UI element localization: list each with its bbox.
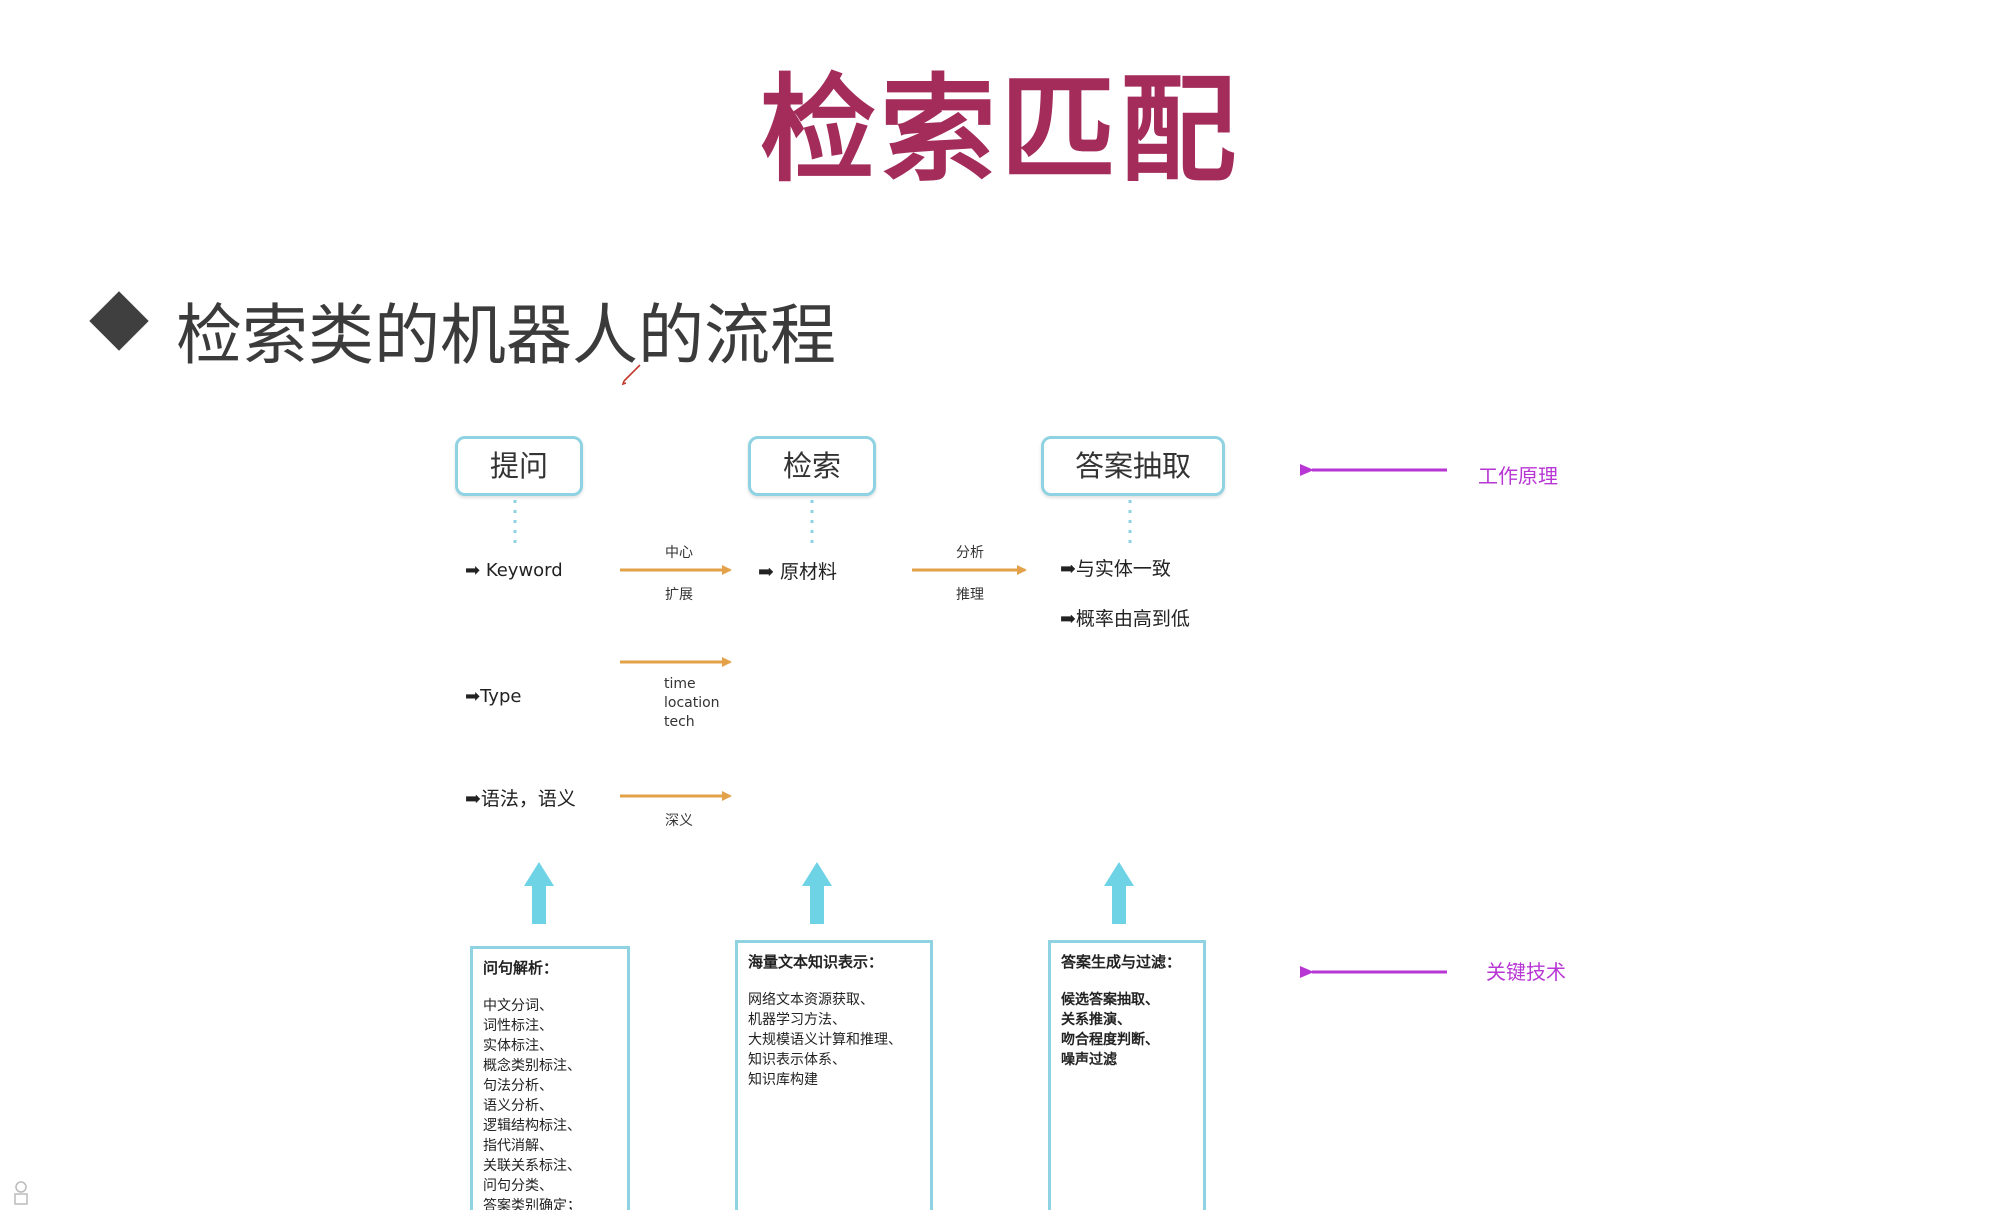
arrow-label-center: 中心	[665, 545, 693, 561]
question-item-keyword-text: Keyword	[485, 560, 563, 581]
tech-line: 知识库构建	[748, 1072, 818, 1088]
tech-line: 句法分析、	[483, 1078, 553, 1094]
pen-cursor-icon	[621, 364, 641, 386]
corner-watermark-icon	[14, 1181, 28, 1205]
question-item-semantic: ➡语法，语义	[465, 788, 576, 810]
answer-item-probability: ➡概率由高到低	[1060, 608, 1190, 630]
stage-question: 提问	[455, 436, 583, 496]
stage-answer-extraction: 答案抽取	[1041, 436, 1225, 496]
tech-line: 词性标注、	[483, 1018, 553, 1034]
tech-box-answer-generation: 答案生成与过滤： 候选答案抽取、 关系推演、 吻合程度判断、 噪声过滤	[1048, 940, 1206, 1210]
tech-line: 关系推演、	[1061, 1012, 1131, 1028]
tech-box-title: 海量文本知识表示：	[748, 953, 884, 971]
stage-answer-label: 答案抽取	[1074, 449, 1191, 483]
tech-line: 候选答案抽取、	[1061, 992, 1159, 1008]
arrow-label-reasoning: 推理	[956, 587, 984, 603]
tech-line: 大规模语义计算和推理、	[748, 1032, 902, 1048]
arrow-label-expand: 扩展	[665, 587, 693, 603]
stage-retrieval-label: 检索	[782, 449, 841, 483]
retrieval-item-raw-material: ➡ 原材料	[758, 561, 837, 583]
stage-retrieval: 检索	[748, 436, 876, 496]
question-item-semantic-text: 语法，语义	[480, 788, 576, 810]
arrow-label-location: location	[664, 695, 720, 711]
tech-box-title: 问句解析：	[483, 959, 559, 977]
tech-line: 语义分析、	[483, 1098, 553, 1114]
up-arrow-retrieval	[802, 862, 832, 924]
tech-line: 机器学习方法、	[748, 1012, 846, 1028]
arrow-label-analysis: 分析	[956, 545, 984, 561]
tech-line: 知识表示体系、	[748, 1052, 846, 1068]
tech-line: 中文分词、	[483, 998, 553, 1014]
tech-line: 问句分类、	[483, 1178, 553, 1194]
arrow-label-deep-meaning: 深义	[665, 813, 693, 829]
bullet-heading: 检索类的机器人的流程	[176, 297, 836, 374]
stage-question-label: 提问	[489, 449, 548, 483]
tech-line: 答案类别确定；	[483, 1198, 581, 1210]
question-item-type: ➡Type	[465, 686, 522, 707]
question-item-keyword: ➡ Keyword	[465, 560, 563, 581]
tech-box-question-parsing: 问句解析： 中文分词、 词性标注、 实体标注、 概念类别标注、 句法分析、 语义…	[470, 946, 630, 1210]
question-item-type-text: Type	[480, 686, 522, 707]
side-label-tech: 关键技术	[1486, 960, 1566, 984]
slide-title: 检索匹配	[760, 63, 1240, 198]
up-arrow-question	[524, 862, 554, 924]
tech-line: 网络文本资源获取、	[748, 992, 874, 1008]
tech-line: 噪声过滤	[1061, 1052, 1117, 1068]
tech-line: 指代消解、	[483, 1138, 553, 1154]
retrieval-item-text: 原材料	[779, 561, 837, 583]
tech-line: 逻辑结构标注、	[483, 1118, 581, 1134]
answer-item-probability-text: 概率由高到低	[1075, 608, 1190, 630]
answer-item-entity-text: 与实体一致	[1075, 558, 1171, 580]
arrow-label-time: time	[664, 676, 696, 692]
tech-line: 吻合程度判断、	[1061, 1032, 1159, 1048]
tech-box-knowledge-representation: 海量文本知识表示： 网络文本资源获取、 机器学习方法、 大规模语义计算和推理、 …	[735, 940, 933, 1210]
arrow-label-tech: tech	[664, 714, 695, 730]
answer-item-entity: ➡与实体一致	[1060, 558, 1171, 580]
side-label-principle: 工作原理	[1478, 464, 1558, 488]
tech-line: 关联关系标注、	[483, 1158, 581, 1174]
tech-line: 概念类别标注、	[483, 1058, 581, 1074]
tech-line: 实体标注、	[483, 1038, 553, 1054]
up-arrow-answer	[1104, 862, 1134, 924]
tech-box-title: 答案生成与过滤：	[1061, 953, 1182, 971]
